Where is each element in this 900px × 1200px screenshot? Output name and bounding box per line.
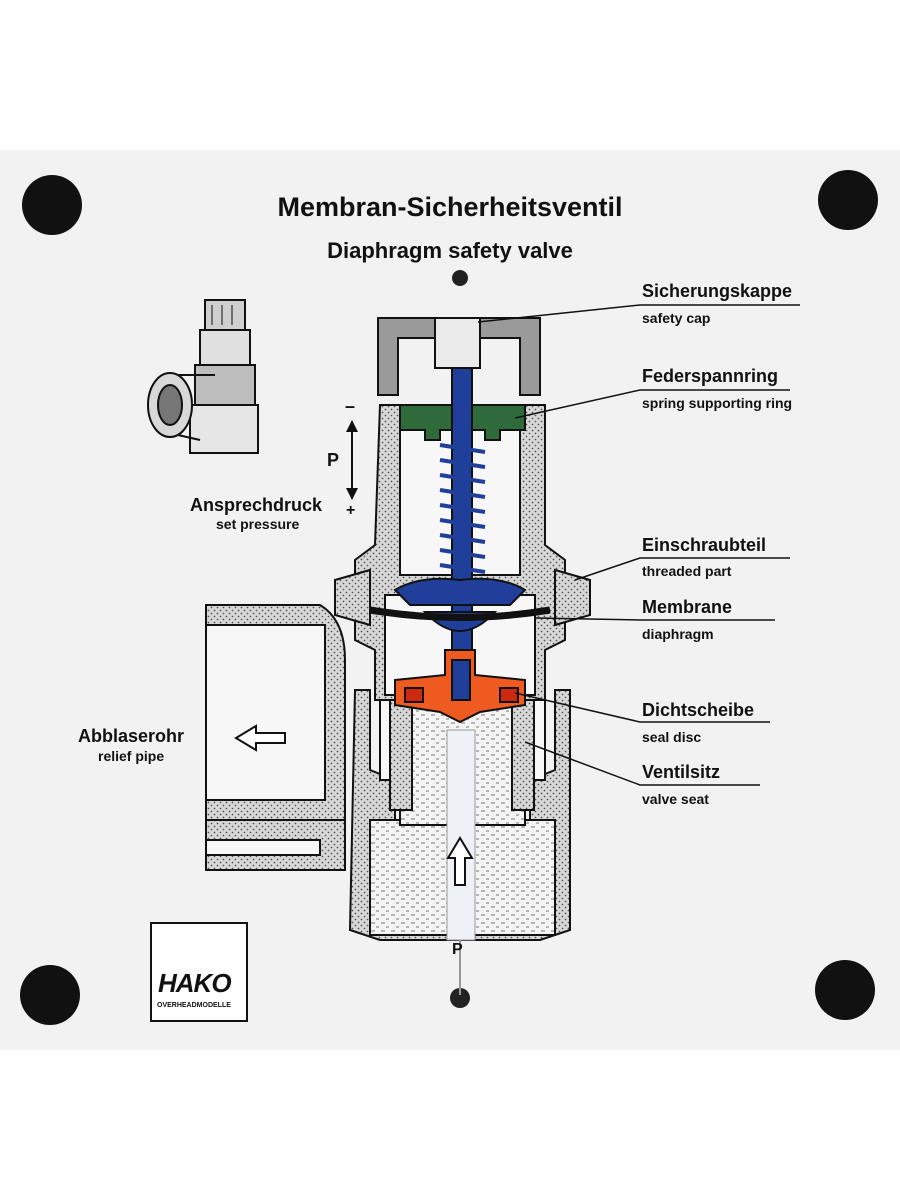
seal-disc-shape	[394, 649, 526, 724]
logo-name: HAKO	[158, 968, 232, 998]
label-threaded-part-english: threaded part	[642, 563, 732, 579]
inlet-pressure-symbol: P	[452, 941, 463, 958]
label-spring-supporting-ring-english: spring supporting ring	[642, 395, 793, 411]
valve-perspective-illustration	[147, 299, 259, 454]
label-safety-cap-german: Sicherungskappe	[642, 281, 793, 301]
logo-subtitle: OVERHEADMODELLE	[157, 1002, 231, 1009]
label-threaded-part-german: Einschraubteil	[642, 535, 767, 555]
relief-flow-arrow	[234, 724, 286, 752]
label-diaphragm-english: diaphragm	[642, 626, 714, 642]
label-spring-supporting-ring-german: Federspannring	[642, 366, 779, 386]
label-seal-disc-english: seal disc	[642, 729, 702, 745]
diagram-title-english: Diaphragm safety valve	[327, 238, 573, 263]
safety-cap-shape	[377, 317, 541, 396]
set-pressure-symbol: P	[327, 450, 340, 470]
mounting-hole-bottom-left	[20, 965, 80, 1025]
diagram-title-german: Membran-Sicherheitsventil	[277, 192, 623, 222]
set-pressure-label-german: Ansprechdruck	[190, 495, 323, 515]
set-pressure-plus: +	[346, 502, 356, 519]
screw-top	[452, 270, 468, 286]
inlet-flow-arrow	[446, 729, 476, 995]
set-pressure-arrow	[346, 420, 358, 500]
mounting-hole-bottom-right	[815, 960, 875, 1020]
set-pressure-minus: –	[345, 396, 356, 416]
set-pressure-label-english: set pressure	[216, 516, 300, 532]
hako-logo: HAKO OVERHEADMODELLE	[150, 922, 248, 1022]
mounting-hole-top-right	[818, 170, 878, 230]
leader-lines	[477, 304, 800, 786]
label-valve-seat-german: Ventilsitz	[642, 762, 721, 782]
label-diaphragm-german: Membrane	[642, 597, 733, 617]
label-valve-seat-english: valve seat	[642, 791, 709, 807]
diaphragm-shape	[369, 606, 551, 621]
label-safety-cap-english: safety cap	[642, 310, 711, 326]
screw-bottom	[450, 988, 470, 1008]
relief-pipe-body	[205, 604, 346, 871]
label-seal-disc-german: Dichtscheibe	[642, 700, 755, 720]
relief-pipe-label-english: relief pipe	[98, 748, 165, 764]
relief-pipe-label-german: Abblaserohr	[78, 726, 185, 746]
mounting-hole-top-left	[22, 175, 82, 235]
